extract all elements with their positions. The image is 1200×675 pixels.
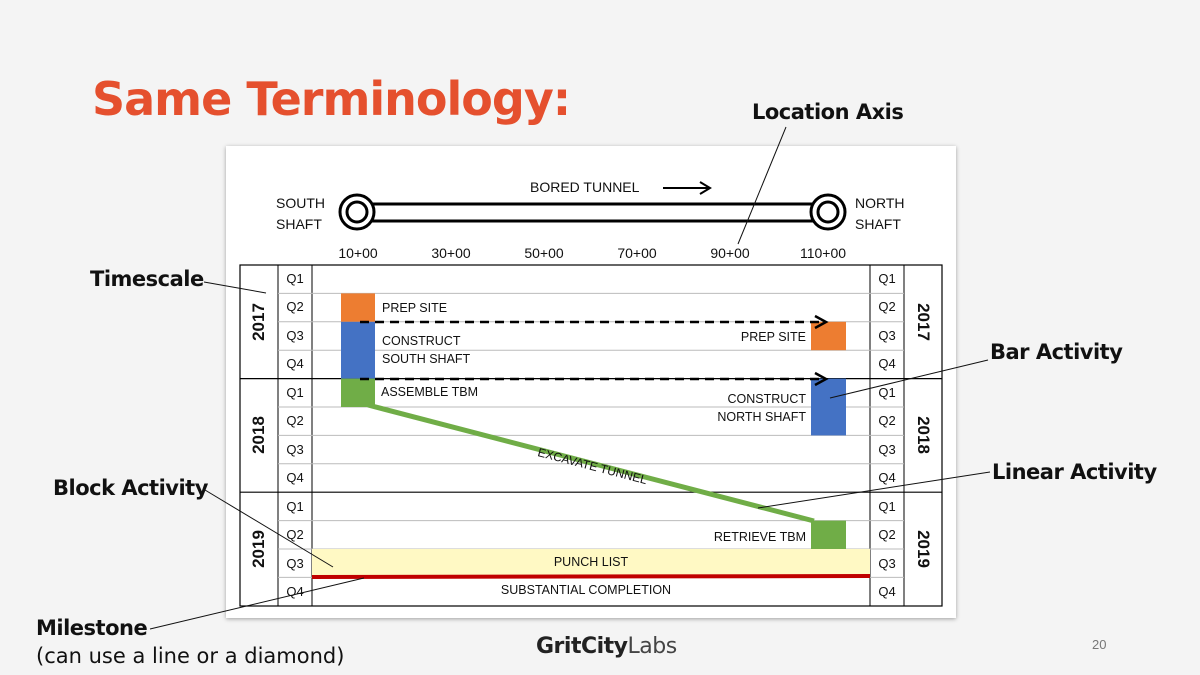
quarter-label: Q4 [878,470,896,485]
year-label-left: 2018 [249,416,268,454]
quarter-label: Q4 [286,584,304,599]
activity-label-retrieve-tbm: RETRIEVE TBM [713,530,806,544]
quarter-label: Q4 [878,356,896,371]
south-shaft-inner-icon [345,200,369,224]
location-tick: 90+00 [710,245,750,261]
location-tick: 110+00 [799,245,847,261]
callout-location-axis: Location Axis [752,100,904,124]
quarter-label: Q1 [286,385,304,400]
activity-label-assemble-tbm: ASSEMBLE TBM [381,385,479,399]
year-label-right: 2019 [914,530,933,568]
quarter-label: Q1 [878,499,896,514]
quarter-label: Q1 [286,271,304,286]
quarter-label: Q1 [878,385,896,400]
activity-label-punch-list: PUNCH LIST [553,555,629,569]
year-label-right: 2017 [914,303,933,341]
callout-milestone-note: (can use a line or a diamond) [36,644,345,668]
dependency-arrow-1-icon [814,314,829,330]
callout-bar-activity: Bar Activity [990,340,1123,364]
location-tick: 10+00 [338,245,378,261]
quarter-label: Q3 [286,442,304,457]
south-shaft-label: SOUTH SHAFT [276,195,325,232]
punch-list-block [312,549,870,578]
quarter-label: Q3 [286,328,304,343]
activity-label-construct-north: CONSTRUCT NORTH SHAFT [717,392,806,424]
excavate-tunnel-line [367,402,815,524]
direction-arrow-icon [699,181,712,195]
quarter-label: Q4 [286,356,304,371]
quarter-label: Q1 [286,499,304,514]
year-label-right: 2018 [914,416,933,454]
quarter-label: Q1 [878,271,896,286]
location-tick: 70+00 [617,245,657,261]
quarter-label: Q4 [878,584,896,599]
tunnel-label: BORED TUNNEL [530,179,640,195]
activity-label-prep-site-south: PREP SITE [382,301,448,315]
north-shaft-label: NORTH SHAFT [855,195,905,232]
quarter-label: Q2 [878,527,896,542]
quarter-label: Q3 [878,328,896,343]
construct-south-shaft-bar [341,321,375,379]
retrieve-tbm-bar [811,520,846,549]
location-tick: 30+00 [431,245,471,261]
quarter-label: Q3 [286,556,304,571]
quarter-label: Q2 [286,527,304,542]
callout-block-activity: Block Activity [53,476,208,500]
construct-north-shaft-bar [811,378,846,436]
callout-milestone: Milestone [36,616,148,640]
assemble-tbm-bar [341,378,375,407]
quarter-label: Q4 [286,470,304,485]
activity-label-construct-south: CONSTRUCT SOUTH SHAFT [382,334,471,366]
gritcity-logo: GritCityLabs [536,634,677,659]
dependency-arrow-2-icon [814,371,829,387]
activity-label-prep-site-north: PREP SITE [740,330,806,344]
north-shaft-inner-icon [816,200,840,224]
callout-linear-activity: Linear Activity [992,460,1157,484]
quarter-label: Q3 [878,442,896,457]
slide-title: Same Terminology: [92,72,571,126]
prep-site-south-bar [341,293,375,322]
substantial-completion-milestone [311,574,871,579]
page-number: 20 [1092,637,1107,652]
location-tick: 50+00 [524,245,564,261]
callout-timescale: Timescale [90,267,204,291]
quarter-label: Q2 [286,299,304,314]
year-label-left: 2017 [249,303,268,341]
activity-label-substantial-completion: SUBSTANTIAL COMPLETION [500,583,672,597]
quarter-label: Q2 [878,299,896,314]
year-label-left: 2019 [249,530,268,568]
quarter-label: Q3 [878,556,896,571]
quarter-label: Q2 [878,413,896,428]
quarter-label: Q2 [286,413,304,428]
